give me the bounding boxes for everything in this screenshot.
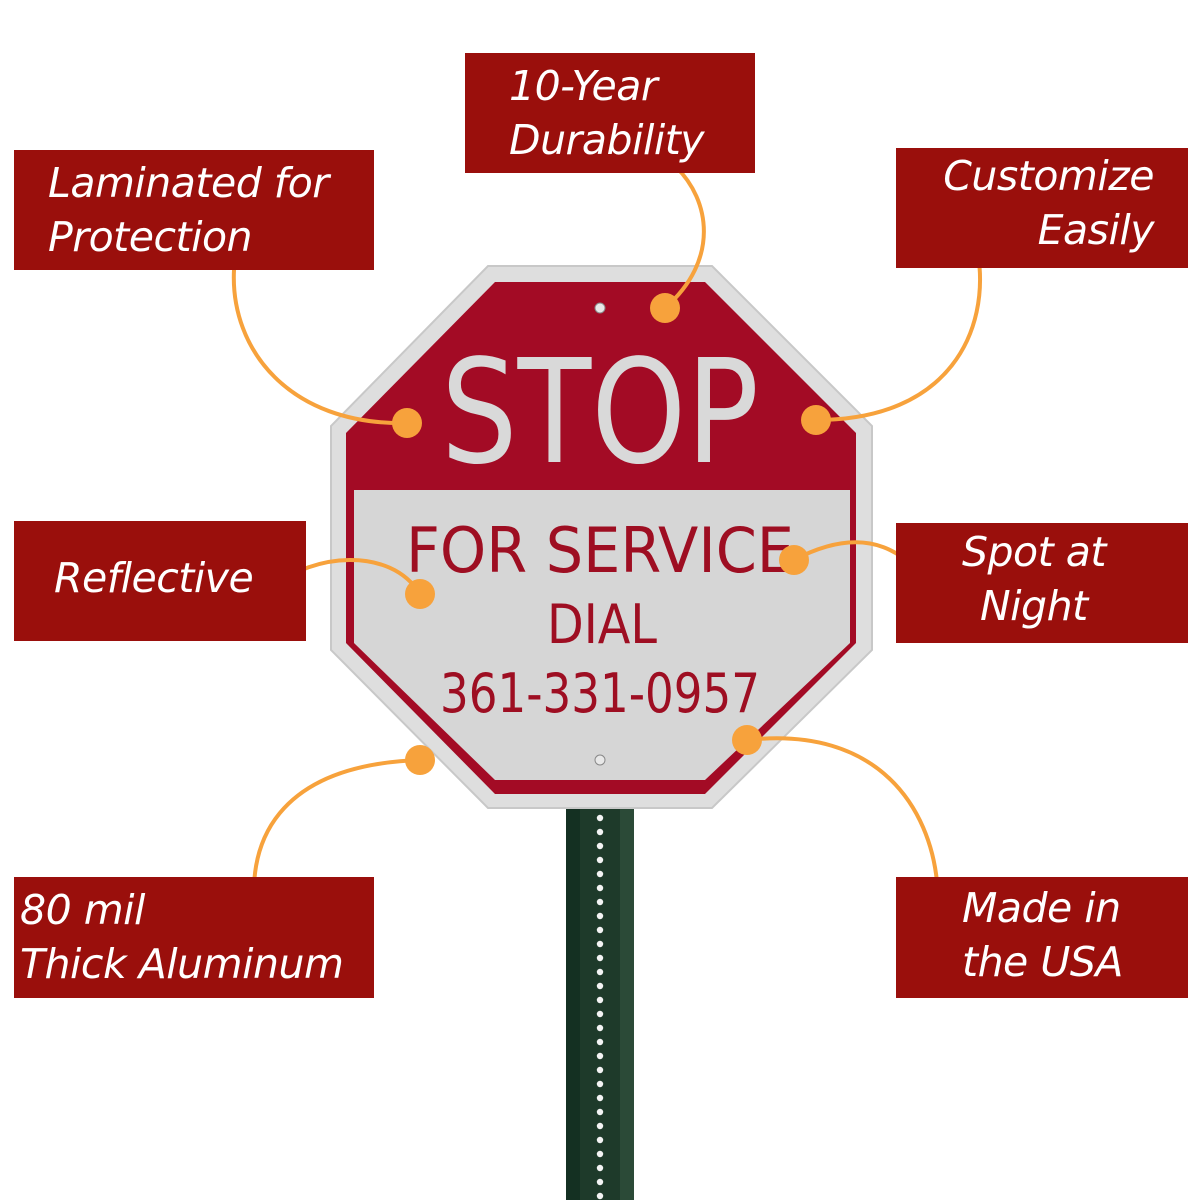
post-hole bbox=[596, 968, 604, 976]
callout-made-in-usa: Made in the USA bbox=[896, 877, 1188, 998]
callout-laminated: Laminated for Protection bbox=[14, 150, 374, 270]
callout-dots bbox=[392, 293, 831, 775]
dot-usa bbox=[732, 725, 762, 755]
sign-line-for-service: FOR SERVICE bbox=[406, 514, 794, 587]
post-hole bbox=[596, 940, 604, 948]
callout-durability-line-2: Durability bbox=[509, 116, 705, 164]
callout-spot-line-1: Spot at bbox=[962, 528, 1106, 576]
callout-laminated-line-2: Protection bbox=[48, 213, 253, 261]
callout-durability-line-1: 10-Year bbox=[509, 62, 658, 110]
callout-usa-line-2: the USA bbox=[962, 938, 1123, 986]
callout-customize-line-2: Easily bbox=[1037, 206, 1155, 254]
post-hole bbox=[596, 856, 604, 864]
callout-spot-line-2: Night bbox=[980, 582, 1088, 630]
connector-laminated bbox=[231, 268, 407, 426]
post-hole bbox=[596, 1178, 604, 1186]
post-hole bbox=[596, 884, 604, 892]
post-hole bbox=[596, 1066, 604, 1074]
post-hole bbox=[596, 1150, 604, 1158]
dot-reflective bbox=[405, 579, 435, 609]
callout-aluminum-line-2: Thick Aluminum bbox=[20, 940, 344, 988]
bottom-bolt bbox=[594, 754, 606, 766]
connector-usa bbox=[745, 736, 939, 884]
connector-durability bbox=[663, 165, 706, 310]
post-hole bbox=[596, 1010, 604, 1018]
post-hole bbox=[596, 926, 604, 934]
post-hole bbox=[596, 1136, 604, 1144]
connector-customize bbox=[814, 252, 983, 422]
callout-customize: Customize Easily bbox=[896, 148, 1188, 268]
callout-customize-line-1: Customize bbox=[943, 152, 1154, 200]
post-hole bbox=[596, 982, 604, 990]
callout-laminated-line-1: Laminated for bbox=[48, 159, 329, 207]
callout-aluminum-line-1: 80 mil bbox=[20, 886, 145, 934]
post-hole bbox=[596, 870, 604, 878]
dot-spot bbox=[779, 545, 809, 575]
post-hole bbox=[596, 814, 604, 822]
callout-durability: 10-Year Durability bbox=[465, 53, 755, 173]
sign-phone-number: 361-331-0957 bbox=[440, 662, 760, 725]
stop-sign: STOP FOR SERVICE DIAL 361-331-0957 bbox=[330, 265, 873, 809]
post-hole bbox=[596, 954, 604, 962]
post-hole bbox=[596, 1080, 604, 1088]
sign-post bbox=[566, 800, 634, 1200]
post-hole bbox=[596, 1122, 604, 1130]
stop-title: STOP bbox=[441, 328, 759, 496]
post-hole bbox=[596, 1094, 604, 1102]
callout-reflective-line-1: Reflective bbox=[54, 554, 254, 602]
post-hole bbox=[596, 1024, 604, 1032]
callout-thick-aluminum: 80 mil Thick Aluminum bbox=[14, 877, 374, 998]
callout-usa-line-1: Made in bbox=[962, 884, 1121, 932]
post-hole bbox=[596, 1038, 604, 1046]
dot-laminated bbox=[392, 408, 422, 438]
post-hole bbox=[596, 1164, 604, 1172]
post-hole bbox=[596, 1052, 604, 1060]
post-hole bbox=[596, 842, 604, 850]
dot-customize bbox=[801, 405, 831, 435]
callout-reflective: Reflective bbox=[14, 521, 306, 641]
sign-line-dial: DIAL bbox=[547, 593, 657, 656]
callout-spot-at-night: Spot at Night bbox=[896, 523, 1188, 643]
top-bolt bbox=[594, 302, 606, 314]
dot-durability bbox=[650, 293, 680, 323]
post-hole bbox=[596, 828, 604, 836]
dot-aluminum bbox=[405, 745, 435, 775]
post-hole bbox=[596, 996, 604, 1004]
post-hole bbox=[596, 898, 604, 906]
post-hole bbox=[596, 912, 604, 920]
post-hole bbox=[596, 1108, 604, 1116]
post-hole bbox=[596, 1192, 604, 1200]
